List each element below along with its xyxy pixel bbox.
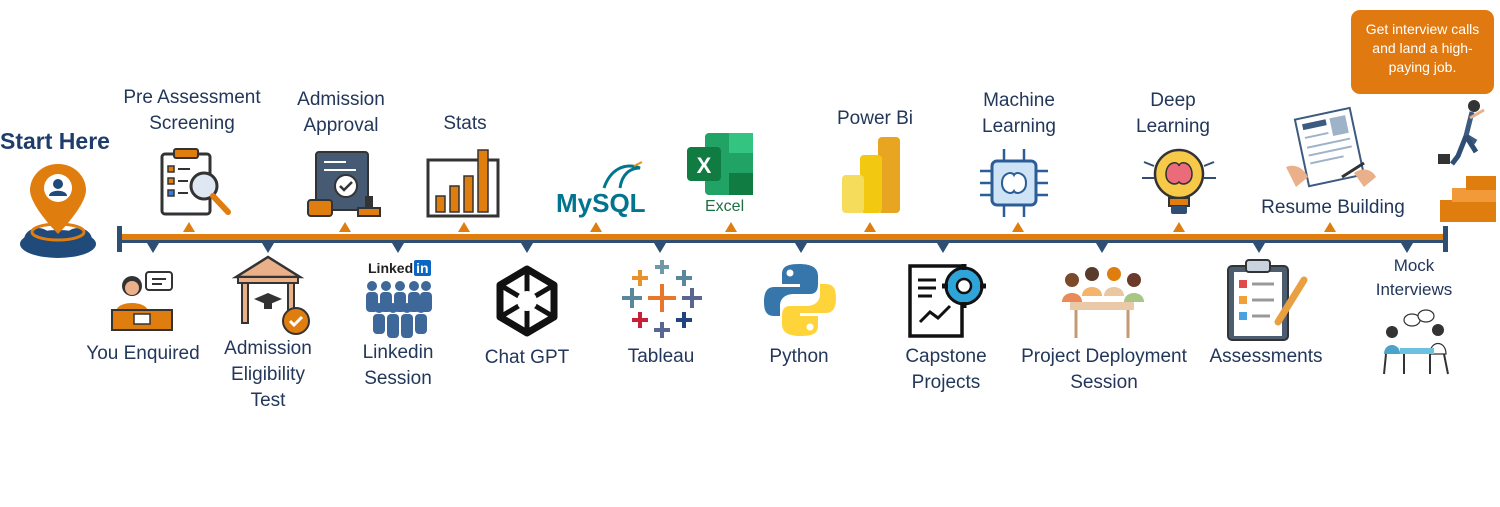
tick-down <box>937 243 949 253</box>
tick-up <box>1324 222 1336 232</box>
timeline-start-cap <box>117 226 122 252</box>
linkedin-logo-word: Linked <box>368 260 414 276</box>
excel-logo-icon: X <box>687 133 753 195</box>
mysql-logo-icon <box>602 161 643 189</box>
team-meeting-icon <box>1062 267 1144 338</box>
tick-up <box>1173 222 1185 232</box>
pre-assessment-label: Pre Assessment Screening <box>123 87 261 134</box>
project-deployment-label: Project Deployment Session <box>1021 346 1187 393</box>
approval-stamp-icon <box>307 151 381 217</box>
person-chat-icon <box>111 271 173 331</box>
climbing-person-icon <box>1438 100 1496 222</box>
resume-building-label: Resume Building <box>1261 197 1405 218</box>
resume-icon <box>1286 106 1376 188</box>
tick-up <box>183 222 195 232</box>
you-enquired-label: You Enquired <box>86 343 200 364</box>
chat-gpt-label: Chat GPT <box>484 347 570 368</box>
tick-down <box>1096 243 1108 253</box>
mock-interviews-label: Mock Interviews <box>1375 256 1453 299</box>
mysql-logo-text: MySQL <box>556 188 646 218</box>
linkedin-logo-in: in <box>414 260 431 276</box>
openai-logo-icon <box>496 265 558 337</box>
linkedin-session-label: Linkedin Session <box>362 342 434 389</box>
tick-up <box>725 222 737 232</box>
tick-down <box>521 243 533 253</box>
tick-up <box>590 222 602 232</box>
admission-eligibility-label: Admission Eligibility Test <box>224 338 312 411</box>
location-pin-icon <box>20 164 96 258</box>
python-logo-icon <box>764 264 836 336</box>
brain-bulb-icon <box>1142 148 1216 214</box>
tick-down <box>654 243 666 253</box>
tick-down <box>147 243 159 253</box>
power-bi-logo-icon <box>842 137 900 213</box>
tick-down <box>262 243 274 253</box>
tick-down <box>1401 243 1413 253</box>
tick-up <box>339 222 351 232</box>
document-gear-icon <box>908 264 986 338</box>
tableau-logo-icon <box>622 260 702 338</box>
tick-down <box>795 243 807 253</box>
linkedin-group-icon <box>366 281 432 338</box>
deep-learning-label: Deep Learning <box>1136 90 1210 137</box>
machine-learning-label: Machine Learning <box>982 90 1056 137</box>
checklist-icon <box>1227 259 1308 341</box>
timeline-line <box>119 234 1446 240</box>
timeline-end-cap <box>1443 226 1448 252</box>
tableau-label: Tableau <box>627 346 695 367</box>
stats-label: Stats <box>443 113 487 134</box>
tick-up <box>864 222 876 232</box>
admission-approval-label: Admission Approval <box>297 89 385 136</box>
timeline-line-shadow <box>119 240 1446 243</box>
excel-logo-text: Excel <box>705 198 745 215</box>
assessments-label: Assessments <box>1209 346 1323 367</box>
python-label: Python <box>769 346 829 367</box>
tick-down <box>1253 243 1265 253</box>
tick-down <box>392 243 404 253</box>
clipboard-magnifier-icon <box>160 148 231 216</box>
start-label: Start Here <box>0 128 110 154</box>
graduation-building-icon <box>231 255 310 335</box>
interview-icon <box>1383 309 1449 375</box>
tick-up <box>1012 222 1024 232</box>
tick-up <box>458 222 470 232</box>
power-bi-label: Power Bi <box>836 108 914 129</box>
brain-chip-icon <box>980 149 1048 217</box>
bar-chart-icon <box>426 149 500 218</box>
svg-text:X: X <box>697 153 712 178</box>
capstone-label: Capstone Projects <box>905 346 987 393</box>
cta-box: Get interview calls and land a high-payi… <box>1351 10 1494 94</box>
